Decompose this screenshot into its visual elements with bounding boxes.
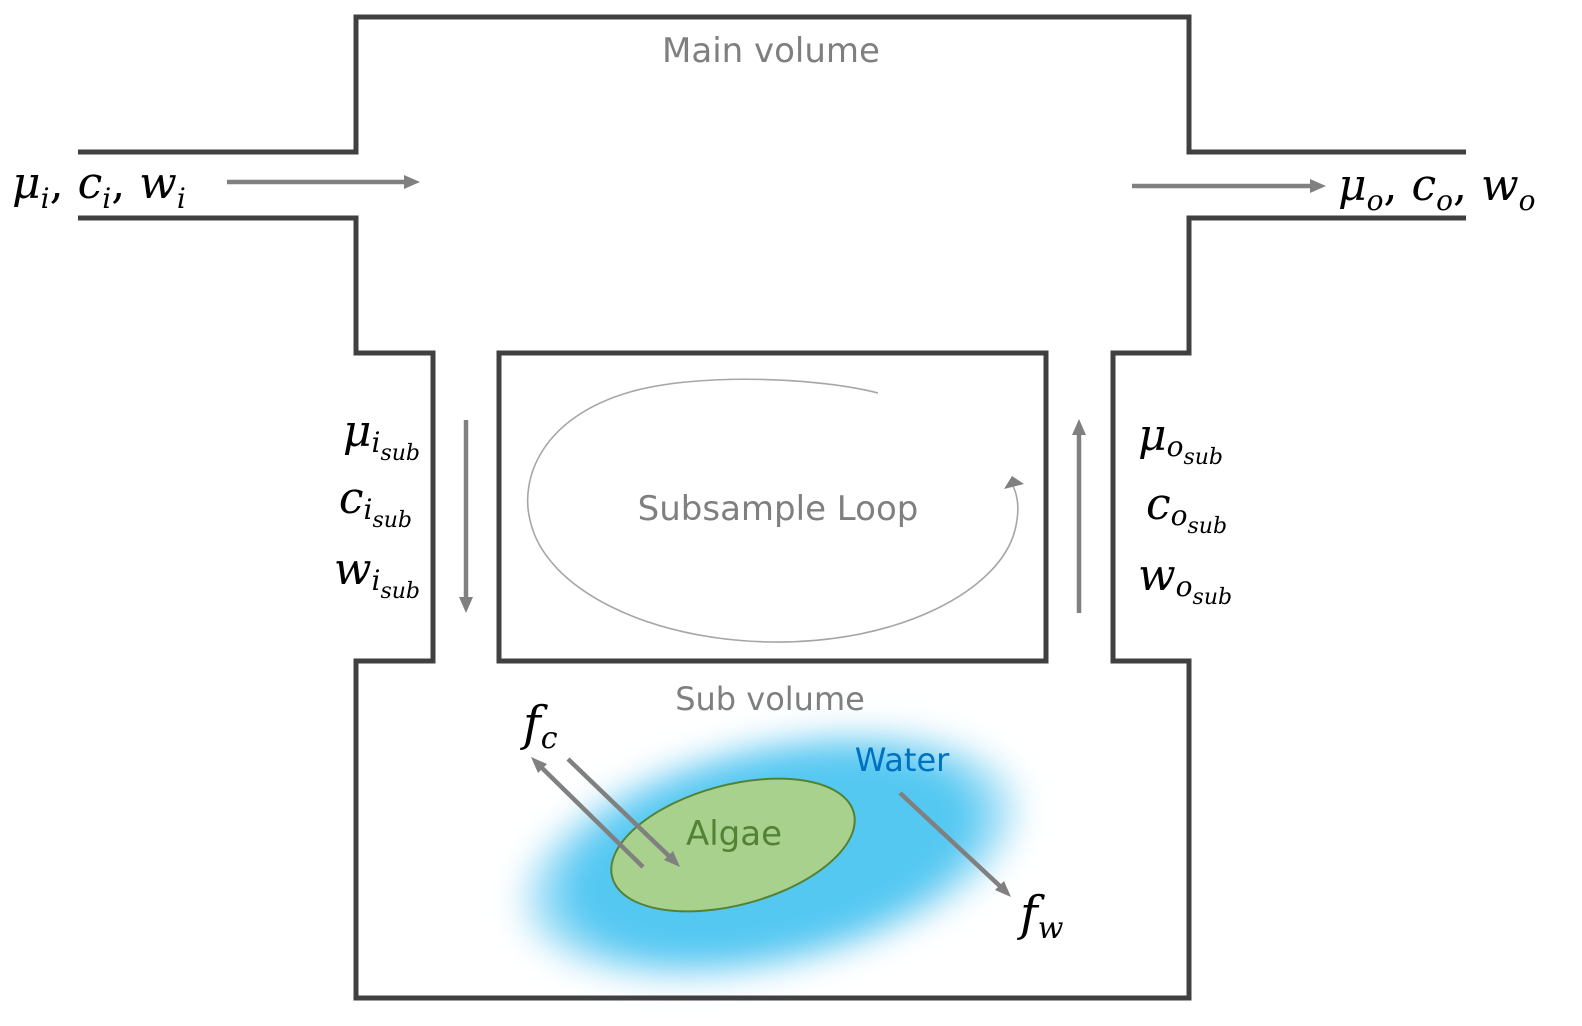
sub-inlet-w: w [334,544,372,595]
loop-arrowhead-icon [1004,476,1024,489]
algae-label: Algae [686,814,782,854]
flux-c-out-arrow [531,757,645,869]
sub-outlet-c: c [1146,479,1171,530]
sub-outlet-mu-label: μosub [1138,410,1223,470]
sub-inlet-w-subsub: sub [380,579,420,604]
main-volume-wall-bottom-left [78,215,1466,1001]
water-label: Water [855,741,950,779]
sub-outlet-w-label: wosub [1138,550,1232,610]
flux-c-label: fc [520,696,558,756]
outlet-mu: μ [1338,160,1367,211]
sub-outlet-mu: μ [1138,410,1167,461]
sub-inlet-w-sub: i [371,564,380,597]
outlet-arrow [1132,179,1326,193]
flux-w-label: fw [1017,886,1064,946]
sub-inlet-c: c [339,473,364,524]
sub-volume-label: Sub volume [675,680,865,718]
flux-w-arrow [898,791,1011,897]
outlet-mu-sub: o [1367,184,1384,217]
sub-outlet-mu-subsub: sub [1183,445,1223,470]
inlet-mu-sub: i [41,182,50,215]
sub-inlet-mu-subsub: sub [380,441,420,466]
flux-w-sub: w [1038,911,1064,946]
inlet-c-sub: i [102,182,111,215]
sub-outlet-w-sub: o [1176,570,1193,603]
outlet-c-sub: o [1436,184,1453,217]
flux-c-in-arrow [566,757,680,867]
sub-inlet-c-subsub: sub [372,508,412,533]
sub-outlet-c-sub: o [1171,499,1188,532]
outlet-w-sub: o [1519,184,1536,217]
sub-outlet-c-label: cosub [1146,479,1227,539]
sub-outlet-w-subsub: sub [1193,585,1233,610]
inlet-sep-2: , [111,158,139,209]
sub-inlet-w-label: wisub [334,544,420,604]
algae-ellipse [610,777,856,913]
inlet-sep-1: , [50,158,78,209]
outlet-sep-1: , [1383,160,1411,211]
subsample-loop-label: Subsample Loop [638,489,919,529]
main-volume-wall-top [78,14,1466,155]
sub-inlet-arrow [459,420,473,613]
subsample-loop-box [496,350,1049,664]
outlet-variables-label: μo, co, wo [1338,160,1535,217]
sub-inlet-mu-label: μisub [343,406,420,466]
sub-outlet-arrow [1072,419,1086,613]
main-volume-label: Main volume [662,31,880,71]
flux-c-sub: c [541,721,558,756]
sub-inlet-c-label: cisub [339,473,412,533]
sub-outlet-c-subsub: sub [1188,514,1228,539]
sub-outlet-w: w [1138,550,1176,601]
loop-arrow-path [526,378,1019,643]
outlet-c: c [1411,160,1436,211]
sub-inlet-mu-sub: i [371,426,380,459]
outlet-sep-2: , [1453,160,1481,211]
sub-inlet-mu: μ [343,406,372,457]
inlet-w: w [139,158,177,209]
sub-inlet-c-sub: i [363,493,372,526]
inlet-c: c [78,158,103,209]
sub-inlet-variables-label: μisub cisub wisub [334,406,420,604]
inlet-w-sub: i [177,182,186,215]
inlet-arrow [227,175,420,189]
inlet-variables-label: μi, ci, wi [12,158,186,215]
outlet-w: w [1481,160,1519,211]
sub-outlet-variables-label: μosub cosub wosub [1138,410,1232,610]
inlet-mu: μ [12,158,41,209]
sub-outlet-mu-sub: o [1167,430,1184,463]
